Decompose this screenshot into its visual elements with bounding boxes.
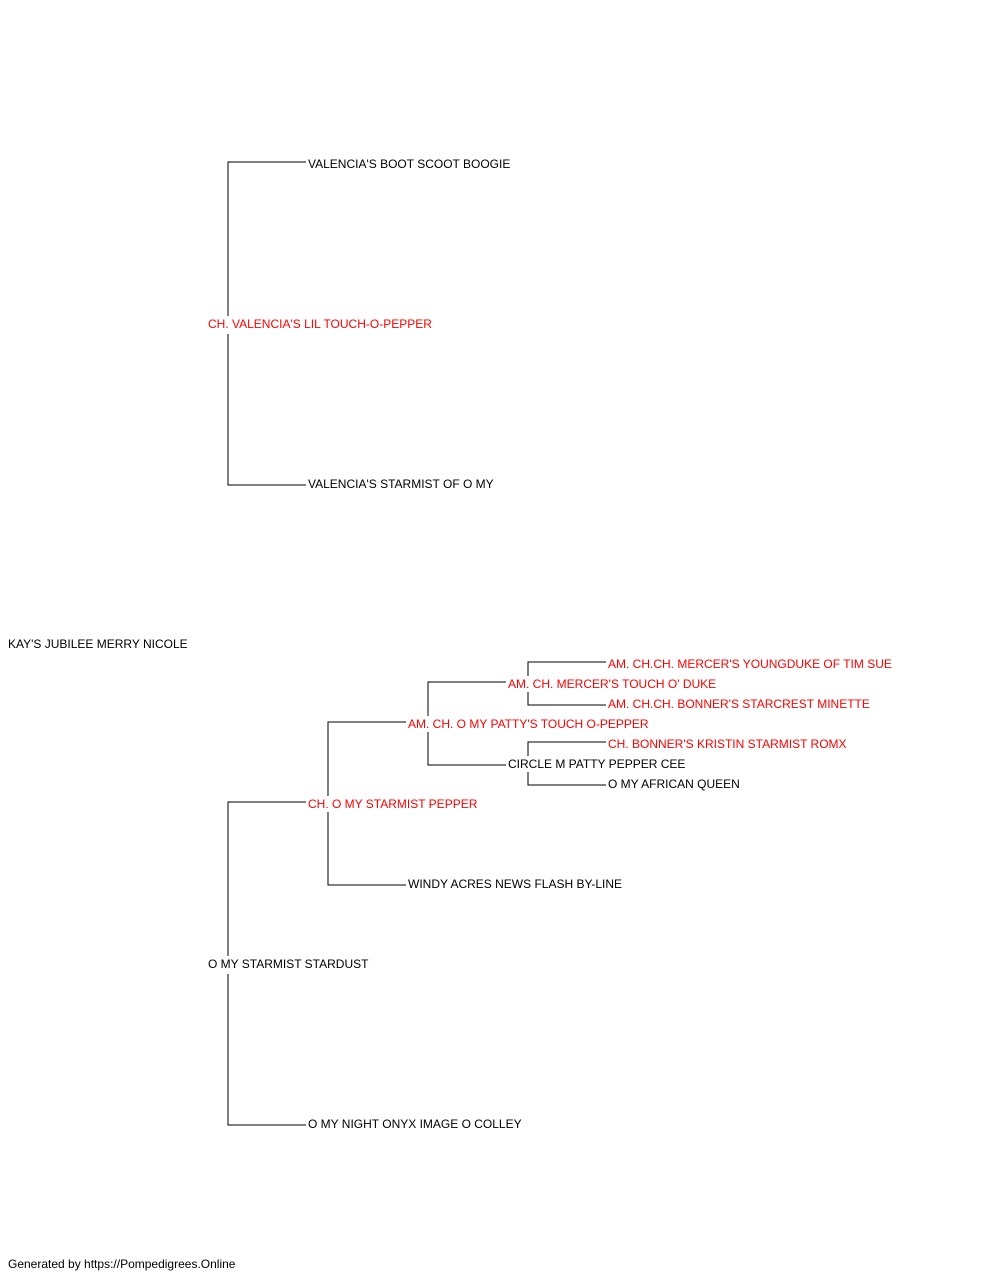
dam-dam-name: O MY NIGHT ONYX IMAGE O COLLEY: [308, 1117, 522, 1131]
connector-dam-sire-sire: [327, 721, 406, 796]
connector-gen5-b: [527, 692, 606, 706]
connector-gen5-d: [527, 772, 606, 786]
dam-sire-dam-name: WINDY ACRES NEWS FLASH BY-LINE: [408, 877, 623, 891]
sire-dam-name: VALENCIA'S STARMIST OF O MY: [308, 477, 494, 491]
gen5-name-b: AM. CH.CH. BONNER'S STARCREST MINETTE: [608, 697, 870, 711]
connector-sire-dam: [227, 334, 306, 486]
dam-sire-sire-name: AM. CH. O MY PATTY'S TOUCH O-PEPPER: [408, 717, 649, 731]
dam-sire-name: CH. O MY STARMIST PEPPER: [308, 797, 478, 811]
gen4-sire-name: AM. CH. MERCER'S TOUCH O' DUKE: [508, 677, 717, 691]
connector-dam-sire-dam: [327, 812, 406, 886]
gen5-name-d: O MY AFRICAN QUEEN: [608, 777, 740, 791]
connector-dam-dam: [227, 974, 306, 1126]
connector-gen4-sire: [427, 681, 506, 716]
subject-name: KAY'S JUBILEE MERRY NICOLE: [8, 637, 188, 651]
footer-credit: Generated by https://Pompedigrees.Online: [8, 1257, 236, 1271]
connector-sire-sire: [227, 161, 306, 316]
connector-gen5-a: [527, 661, 606, 676]
sire-sire-name: VALENCIA'S BOOT SCOOT BOOGIE: [308, 157, 511, 171]
gen4-dam-name: CIRCLE M PATTY PEPPER CEE: [508, 757, 686, 771]
connector-gen5-c: [527, 741, 606, 756]
connector-dam-sire: [227, 801, 306, 956]
connector-gen4-dam: [427, 732, 506, 766]
gen5-name-a: AM. CH.CH. MERCER'S YOUNGDUKE OF TIM SUE: [608, 657, 892, 671]
dam-name: O MY STARMIST STARDUST: [208, 957, 369, 971]
gen5-name-c: CH. BONNER'S KRISTIN STARMIST ROMX: [608, 737, 847, 751]
sire-name: CH. VALENCIA'S LIL TOUCH-O-PEPPER: [208, 317, 432, 331]
